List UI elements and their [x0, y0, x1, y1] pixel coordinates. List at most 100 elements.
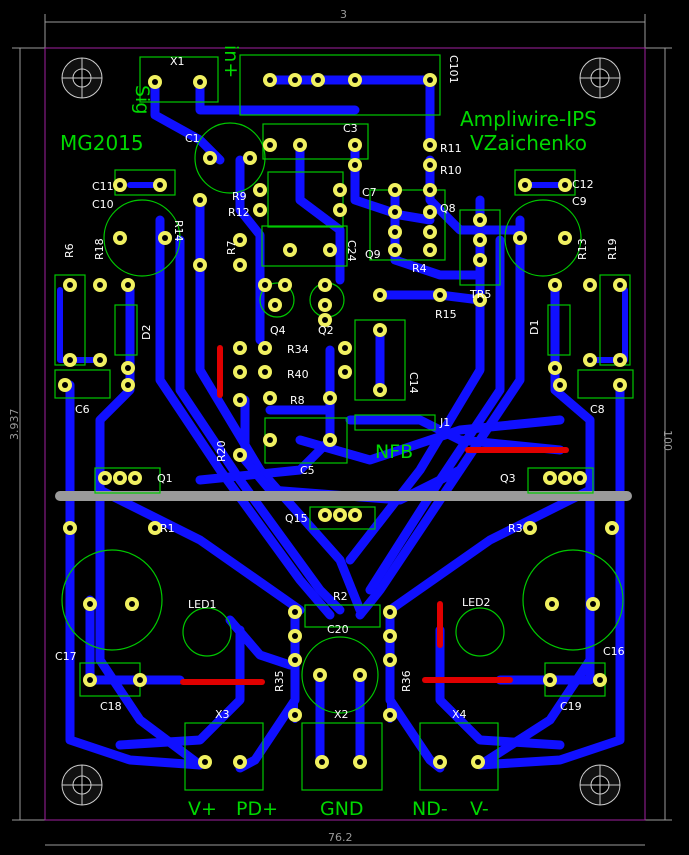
pad — [193, 193, 207, 207]
ref-c11: C11 — [92, 180, 114, 193]
pad — [121, 361, 135, 375]
pad — [318, 313, 332, 327]
pad — [545, 597, 559, 611]
ref-c10: C10 — [92, 198, 114, 211]
ref-c14: C14 — [407, 372, 420, 394]
pad — [148, 521, 162, 535]
pad — [348, 158, 362, 172]
ref-q1: Q1 — [157, 472, 173, 485]
mounting-hole-bl — [61, 764, 103, 806]
pad — [63, 278, 77, 292]
ref-c12: C12 — [572, 178, 594, 191]
pad — [243, 151, 257, 165]
board-code: MG2015 — [60, 131, 144, 155]
pad — [128, 471, 142, 485]
ref-c6: C6 — [75, 403, 90, 416]
pad — [333, 508, 347, 522]
pad — [353, 668, 367, 682]
board-title: Ampliwire-IPS — [460, 107, 597, 131]
pad — [315, 755, 329, 769]
pad — [553, 378, 567, 392]
pad — [233, 233, 247, 247]
dim-right: 100 — [661, 430, 674, 451]
pad — [258, 278, 272, 292]
ref-r7: R7 — [225, 240, 238, 255]
pad — [338, 341, 352, 355]
pad — [198, 755, 212, 769]
nfb-label: NFB — [375, 441, 413, 463]
pad — [133, 673, 147, 687]
ref-c17: C17 — [55, 650, 77, 663]
mounting-holes — [61, 57, 621, 806]
pad — [233, 365, 247, 379]
pad — [318, 508, 332, 522]
x4-label-vminus: V- — [470, 798, 489, 820]
pad — [258, 341, 272, 355]
pad — [583, 278, 597, 292]
pad — [423, 138, 437, 152]
pad — [121, 278, 135, 292]
pad — [83, 673, 97, 687]
pad — [348, 73, 362, 87]
dim-left: 3.937 — [8, 409, 21, 441]
pad — [373, 383, 387, 397]
pad — [558, 231, 572, 245]
mounting-hole-tr — [579, 57, 621, 99]
pad — [423, 73, 437, 87]
pad — [353, 755, 367, 769]
pad — [113, 471, 127, 485]
ref-c7: C7 — [362, 186, 377, 199]
ref-q9: Q9 — [365, 248, 381, 261]
ref-r8: R8 — [290, 394, 305, 407]
pad — [423, 243, 437, 257]
pad — [278, 278, 292, 292]
ref-c8: C8 — [590, 403, 605, 416]
pad — [158, 231, 172, 245]
ref-r35: R35 — [273, 670, 286, 692]
pad — [288, 73, 302, 87]
ref-r40: R40 — [287, 368, 309, 381]
pad — [263, 73, 277, 87]
x3-label-vplus: V+ — [188, 798, 217, 820]
pad — [473, 293, 487, 307]
pad — [311, 73, 325, 87]
pad — [113, 231, 127, 245]
ref-r36: R36 — [400, 670, 413, 692]
pad — [288, 605, 302, 619]
pad — [433, 288, 447, 302]
pad — [543, 471, 557, 485]
pad — [613, 353, 627, 367]
pad — [423, 225, 437, 239]
dim-bottom: 76.2 — [328, 831, 353, 844]
heatsink-bar — [55, 491, 632, 501]
pad — [383, 708, 397, 722]
ref-c3: C3 — [343, 122, 358, 135]
ref-led1: LED1 — [188, 598, 217, 611]
pad — [613, 278, 627, 292]
ref-r19: R19 — [606, 238, 619, 260]
pad — [253, 203, 267, 217]
board-outline — [44, 47, 646, 821]
ref-led2: LED2 — [462, 596, 491, 609]
ref-x3: X3 — [215, 708, 230, 721]
pad — [586, 597, 600, 611]
pad — [233, 393, 247, 407]
pad — [121, 378, 135, 392]
pad — [348, 138, 362, 152]
pad — [548, 278, 562, 292]
ref-r18: R18 — [93, 238, 106, 260]
pad — [288, 629, 302, 643]
ref-q4: Q4 — [270, 324, 286, 337]
ref-q15: Q15 — [285, 512, 308, 525]
pad — [233, 448, 247, 462]
jumper-wires — [180, 345, 569, 685]
pad — [83, 597, 97, 611]
pad — [338, 365, 352, 379]
ref-c19: C19 — [560, 700, 582, 713]
pad — [473, 253, 487, 267]
ref-c20: C20 — [327, 623, 349, 636]
ref-c1: C1 — [185, 132, 200, 145]
pad — [153, 178, 167, 192]
